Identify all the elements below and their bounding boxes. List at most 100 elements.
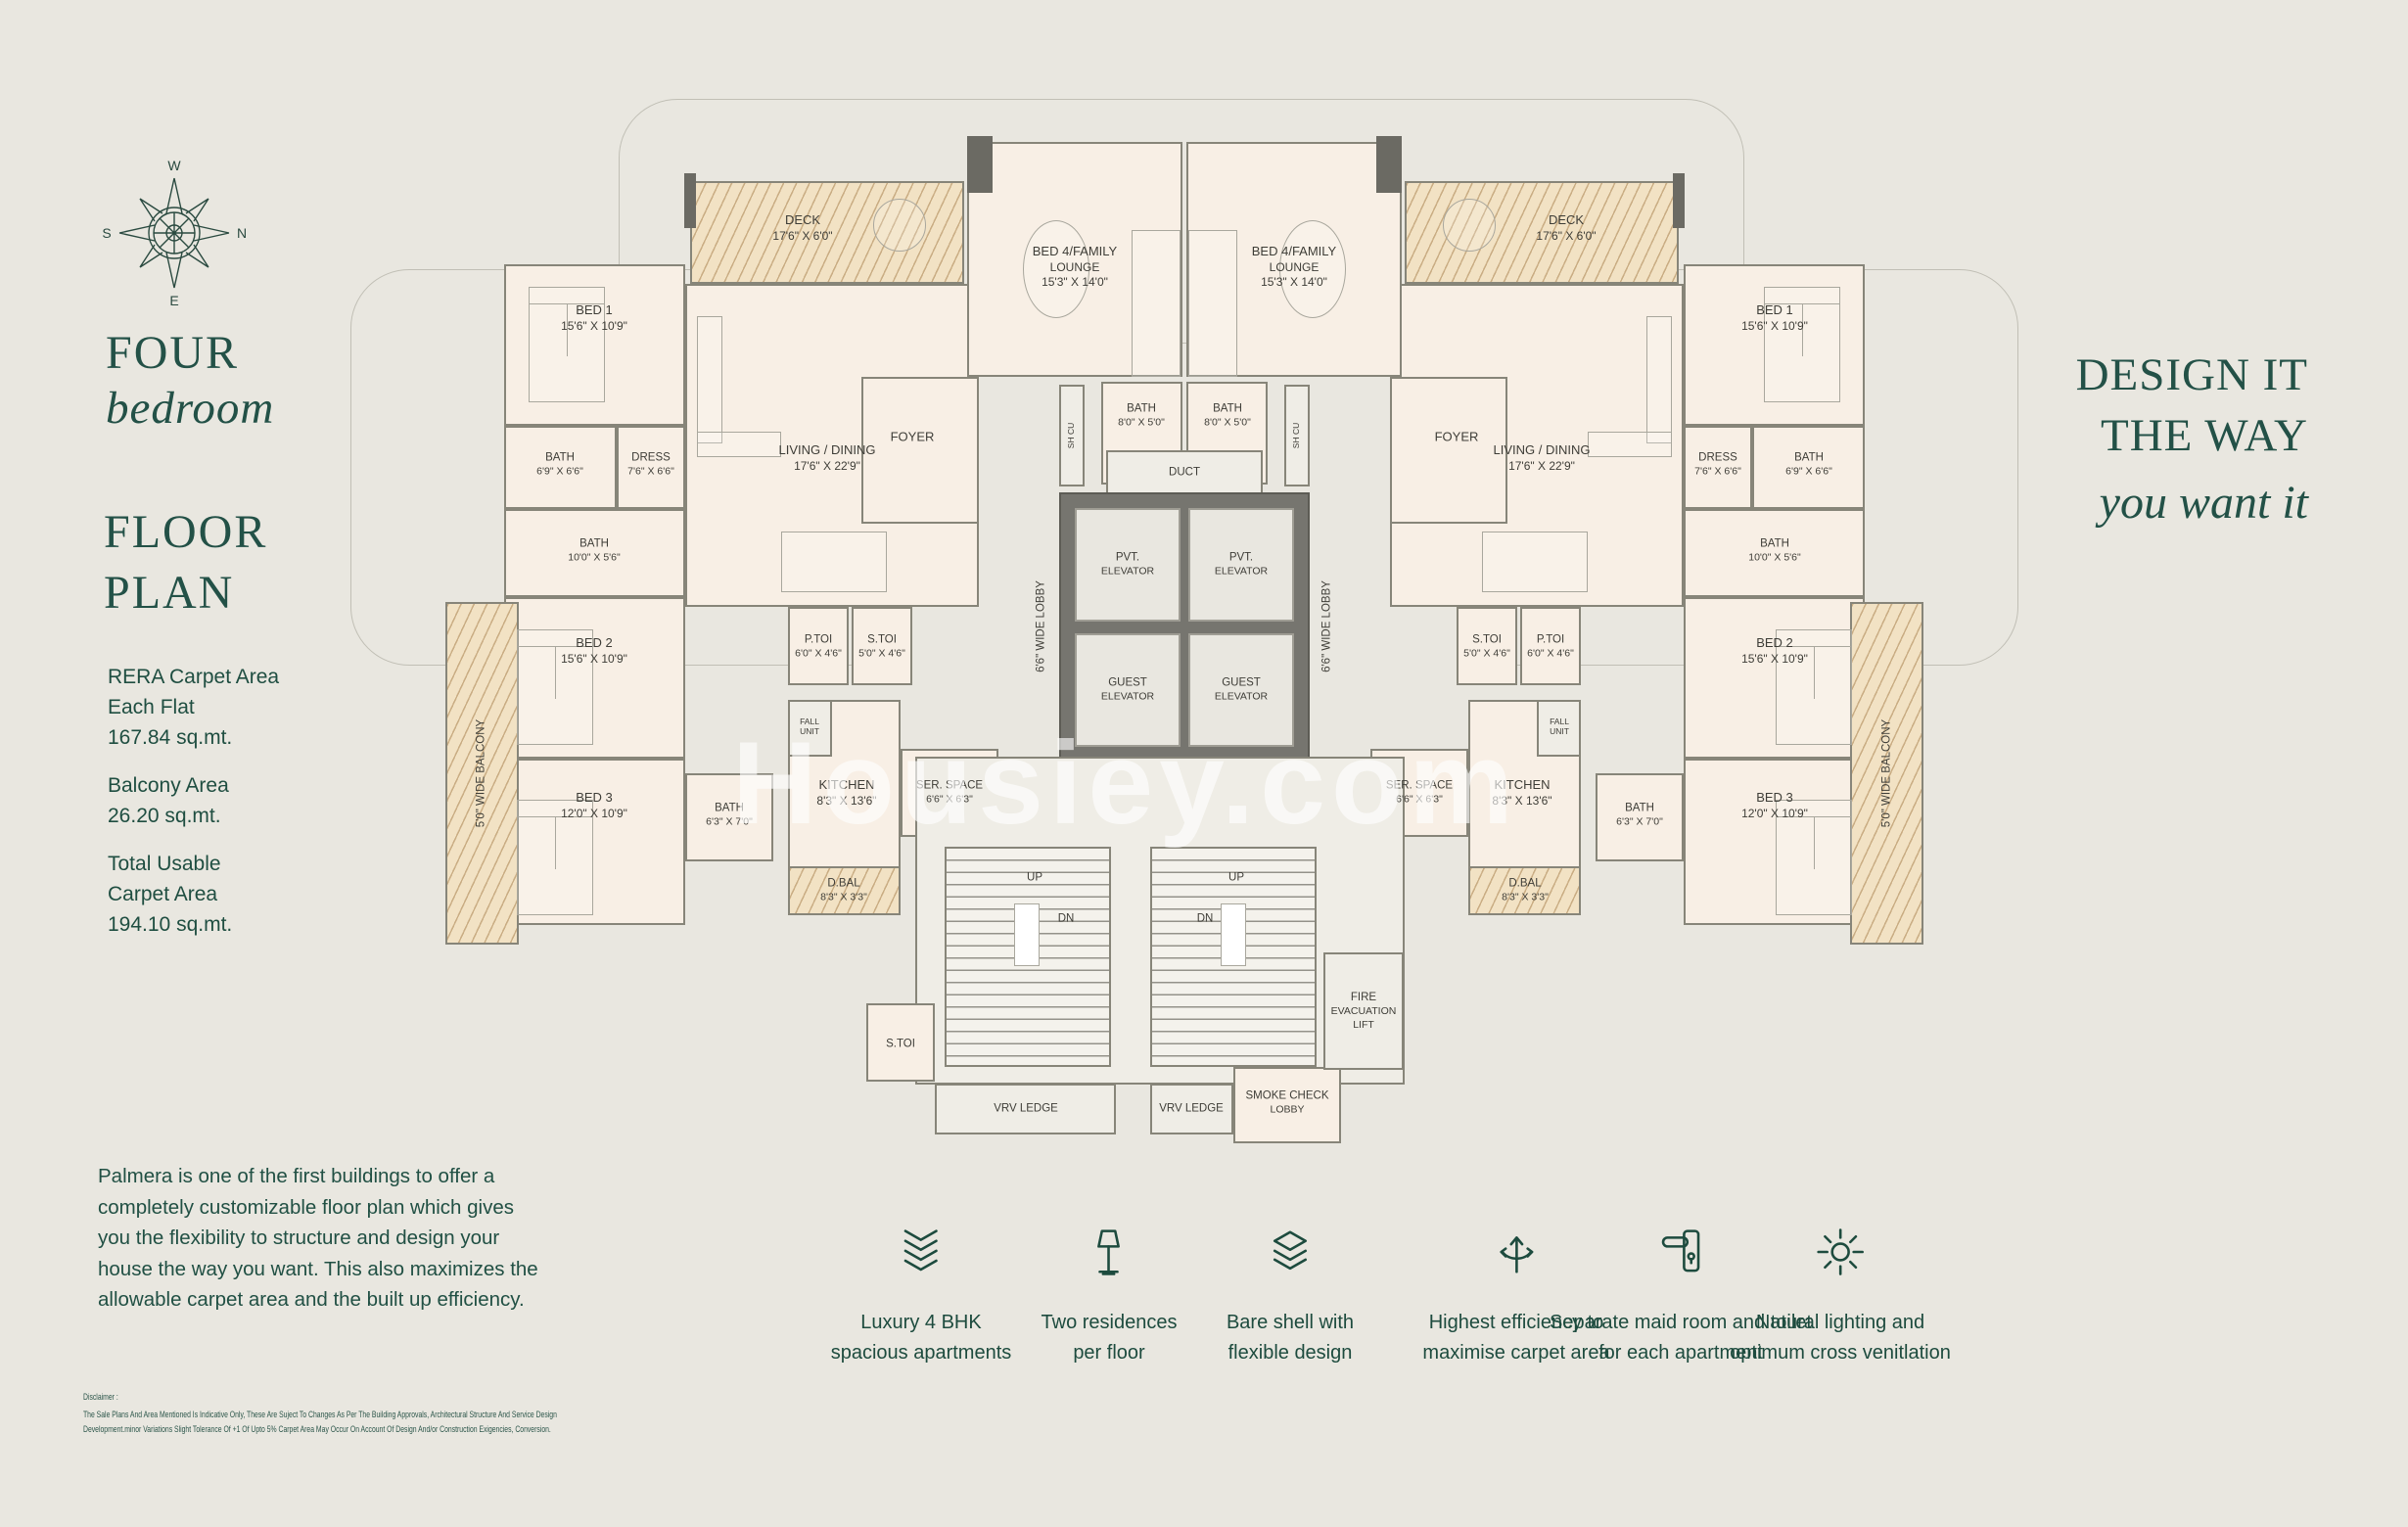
tagline-line3: you want it — [2099, 477, 2308, 529]
feature-label: spacious apartments — [830, 1342, 1012, 1364]
wardrobe — [1132, 230, 1181, 377]
dining-table — [1482, 532, 1588, 592]
room-stoi-right — [1457, 607, 1517, 685]
lamp-icon — [1097, 1229, 1121, 1275]
intro-paragraph: Palmera is one of the first buildings to… — [98, 1165, 538, 1311]
disclaimer-line2: Development.minor Variations Slight Tole… — [83, 1424, 551, 1435]
bed-furniture — [517, 800, 593, 915]
room-bath1-right — [1752, 426, 1865, 509]
room-stoi-common — [866, 1003, 935, 1082]
rera-value: 167.84 sq.mt. — [108, 726, 233, 749]
sofa — [1588, 432, 1672, 457]
room-bath3-left — [685, 773, 773, 861]
guest-elevator-right — [1188, 633, 1294, 747]
feature-label: Bare shell with — [1226, 1312, 1355, 1333]
rera-line1: RERA Carpet Area — [108, 666, 280, 688]
feature-maid-room: Separate maid room and toilet for each a… — [1550, 1226, 1812, 1368]
room-bed2-right — [1684, 597, 1865, 759]
staircase-left — [945, 847, 1111, 1067]
design-tagline: DESIGN IT THE WAY you want it — [2054, 345, 2308, 530]
wall-pier — [1376, 136, 1402, 193]
room-label: UP — [1027, 871, 1042, 884]
compass-s: S — [102, 225, 111, 241]
feature-label: Natural lighting and — [1755, 1312, 1925, 1333]
rera-area-block: RERA Carpet Area Each Flat 167.84 sq.mt. — [108, 662, 279, 753]
room-label: UP — [1228, 871, 1244, 884]
deck-table — [1443, 199, 1496, 252]
area-summary: RERA Carpet Area Each Flat 167.84 sq.mt.… — [108, 662, 279, 957]
guest-elevator-left — [1075, 633, 1181, 747]
feature-label: maximise carpet area — [1422, 1342, 1610, 1364]
room-ptoi-left — [788, 607, 849, 685]
disclaimer-line1: The Sale Plans And Area Mentioned Is Ind… — [83, 1410, 557, 1420]
shaft-shcu-left — [1059, 385, 1085, 486]
room-bath3-right — [1596, 773, 1684, 861]
vrv-ledge-right — [1150, 1084, 1233, 1134]
dining-table — [781, 532, 887, 592]
balcony-right — [1850, 602, 1923, 945]
fire-evacuation-lift — [1323, 952, 1404, 1070]
balcony-left — [445, 602, 519, 945]
rug — [1023, 220, 1089, 318]
feature-label: per floor — [1073, 1342, 1145, 1364]
bed-furniture — [1776, 800, 1852, 915]
tagline-line1: DESIGN IT — [2075, 349, 2308, 400]
wheat-icon — [903, 1229, 939, 1272]
wall-pier — [967, 136, 993, 193]
deck-table — [873, 199, 926, 252]
room-label: DUCT — [1169, 466, 1200, 479]
room-label: DN — [1057, 912, 1075, 925]
sofa — [1646, 316, 1672, 443]
feature-lighting: Natural lighting and optimum cross venit… — [1730, 1226, 1951, 1368]
sofa — [697, 316, 722, 443]
room-bed3-right — [1684, 759, 1865, 925]
room-label: DN — [1196, 912, 1214, 925]
room-bed1-left — [504, 264, 685, 426]
stair-landing-left — [1014, 903, 1040, 966]
room-label: SH CU — [1291, 422, 1302, 449]
total-value: 194.10 sq.mt. — [108, 913, 233, 936]
total-line1: Total Usable — [108, 853, 221, 875]
smoke-check-lobby — [1233, 1067, 1341, 1143]
feature-label: Separate maid room and toilet — [1550, 1312, 1812, 1333]
room-label: PVT.ELEVATOR — [1100, 551, 1155, 578]
vrv-ledge-left — [935, 1084, 1116, 1134]
room-label: VRV LEDGE — [994, 1102, 1058, 1115]
feature-two-residences: Two residences per floor — [1041, 1226, 1178, 1368]
fall-unit-left — [788, 700, 832, 757]
sun-icon — [1817, 1228, 1864, 1275]
room-label: FOYER — [890, 429, 935, 444]
room-bed3-left — [504, 759, 685, 925]
feature-luxury: Luxury 4 BHK spacious apartments — [830, 1226, 1012, 1368]
feature-label: Two residences — [1041, 1312, 1178, 1333]
room-label: 5'0" WIDE BALCONY — [1880, 718, 1893, 828]
feature-efficiency: Highest efficiency to maximise carpet ar… — [1422, 1226, 1610, 1368]
bed-furniture — [517, 629, 593, 745]
door-handle-icon — [1661, 1229, 1700, 1272]
room-stoi-left — [852, 607, 912, 685]
duct — [1106, 450, 1263, 495]
feature-label: Luxury 4 BHK — [860, 1312, 982, 1333]
rug — [1279, 220, 1346, 318]
